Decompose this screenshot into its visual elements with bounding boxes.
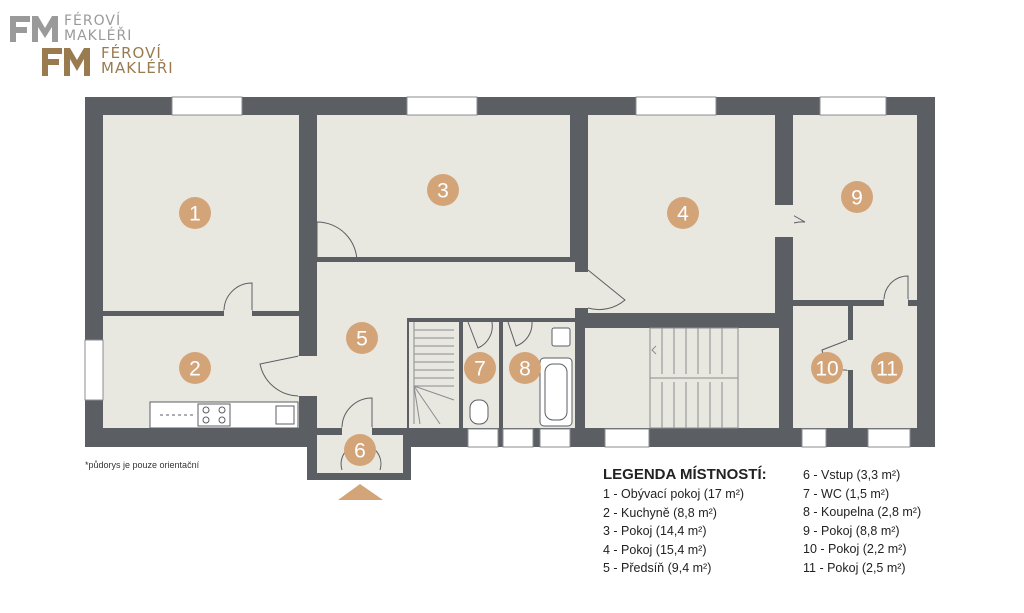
logo-gold-line1: FÉROVÍ [101, 44, 162, 62]
door-arc [259, 355, 300, 397]
window [406, 96, 478, 116]
legend-item: 11 - Pokoj (2,5 m²) [803, 560, 906, 575]
room-marker-2: 2 [179, 352, 211, 384]
door-arc [507, 321, 533, 347]
legend-column-1: 1 - Obývací pokoj (17 m²) 2 - Kuchyně (8… [603, 485, 744, 578]
window [171, 96, 243, 116]
window [801, 428, 827, 448]
room-marker-circle [427, 174, 459, 206]
door-arc [467, 321, 493, 349]
logo-grey-line2: MAKLÉŘI [64, 28, 133, 44]
room-marker-circle [464, 352, 496, 384]
door-arc [883, 275, 909, 301]
room-number-label: 9 [851, 187, 863, 210]
door-arc [341, 397, 373, 429]
door-arc [316, 221, 358, 263]
room-marker-4: 4 [667, 197, 699, 229]
room-marker-circle [509, 352, 541, 384]
room-marker-5: 5 [346, 322, 378, 354]
legend-title: LEGENDA MÍSTNOSTÍ: [603, 466, 767, 483]
room-marker-11: 11 [871, 352, 903, 384]
room-marker-circle [179, 352, 211, 384]
room-marker-10: 10 [811, 352, 843, 384]
window [867, 428, 911, 448]
stair-left-floor [409, 322, 459, 428]
door-arc [587, 269, 626, 311]
staircase-left [413, 322, 455, 425]
legend-item: 3 - Pokoj (14,4 m²) [603, 524, 707, 539]
legend-item: 9 - Pokoj (8,8 m²) [803, 523, 900, 538]
room-number-label: 10 [815, 358, 838, 381]
room-marker-9: 9 [841, 181, 873, 213]
legend-item: 7 - WC (1,5 m²) [803, 486, 890, 501]
fm-monogram-gold-icon [42, 48, 90, 76]
staircase-right [649, 327, 739, 429]
room-marker-circle [346, 322, 378, 354]
legend-item: 5 - Předsíň (9,4 m²) [603, 561, 712, 576]
room-marker-circle [871, 352, 903, 384]
room-number-label: 2 [189, 358, 201, 381]
fm-monogram-icon [10, 16, 58, 42]
bath-fixtures [469, 327, 573, 427]
legend-item: 2 - Kuchyně (8,8 m²) [603, 505, 717, 520]
room-5c-floor [570, 272, 588, 308]
floorplan-note: *půdorys je pouze orientační [85, 460, 200, 470]
legend-item: 6 - Vstup (3,3 m²) [803, 468, 901, 482]
entry-arrow [338, 484, 383, 500]
kitchen-counter [149, 401, 299, 429]
room-number-label: 11 [876, 358, 898, 381]
room-marker-circle [667, 197, 699, 229]
room-marker-circle [179, 197, 211, 229]
window [635, 96, 717, 116]
window [539, 428, 571, 448]
legend-item: 8 - Koupelna (2,8 m²) [803, 505, 922, 520]
room-5b-floor [405, 262, 575, 318]
window [467, 428, 499, 448]
legend-column-2: 6 - Vstup (3,3 m²) 7 - WC (1,5 m²) 8 - K… [803, 466, 921, 578]
legend-item: 1 - Obývací pokoj (17 m²) [603, 487, 745, 501]
room-marker-3: 3 [427, 174, 459, 206]
logo-gold-line2: MAKLÉŘI [101, 59, 174, 77]
door-arc [223, 282, 253, 312]
room-number-label: 4 [677, 203, 689, 226]
room-marker-7: 7 [464, 352, 496, 384]
room-marker-1: 1 [179, 197, 211, 229]
window [604, 428, 650, 448]
room-marker-circle [841, 181, 873, 213]
logo-grey-line1: FÉROVÍ [64, 13, 122, 29]
room-marker-circle [344, 434, 376, 466]
room-number-label: 8 [519, 358, 531, 381]
room-number-label: 6 [354, 440, 366, 463]
window [502, 428, 534, 448]
room-number-label: 3 [437, 180, 449, 203]
legend-item: 4 - Pokoj (15,4 m²) [603, 542, 707, 557]
legend-item: 10 - Pokoj (2,2 m²) [803, 542, 907, 557]
room-marker-circle [811, 352, 843, 384]
room-number-label: 7 [474, 358, 486, 381]
window [819, 96, 887, 116]
room-number-label: 5 [356, 328, 368, 351]
window [84, 339, 104, 401]
room-marker-6: 6 [344, 434, 376, 466]
room-number-label: 1 [189, 203, 201, 226]
room-marker-8: 8 [509, 352, 541, 384]
